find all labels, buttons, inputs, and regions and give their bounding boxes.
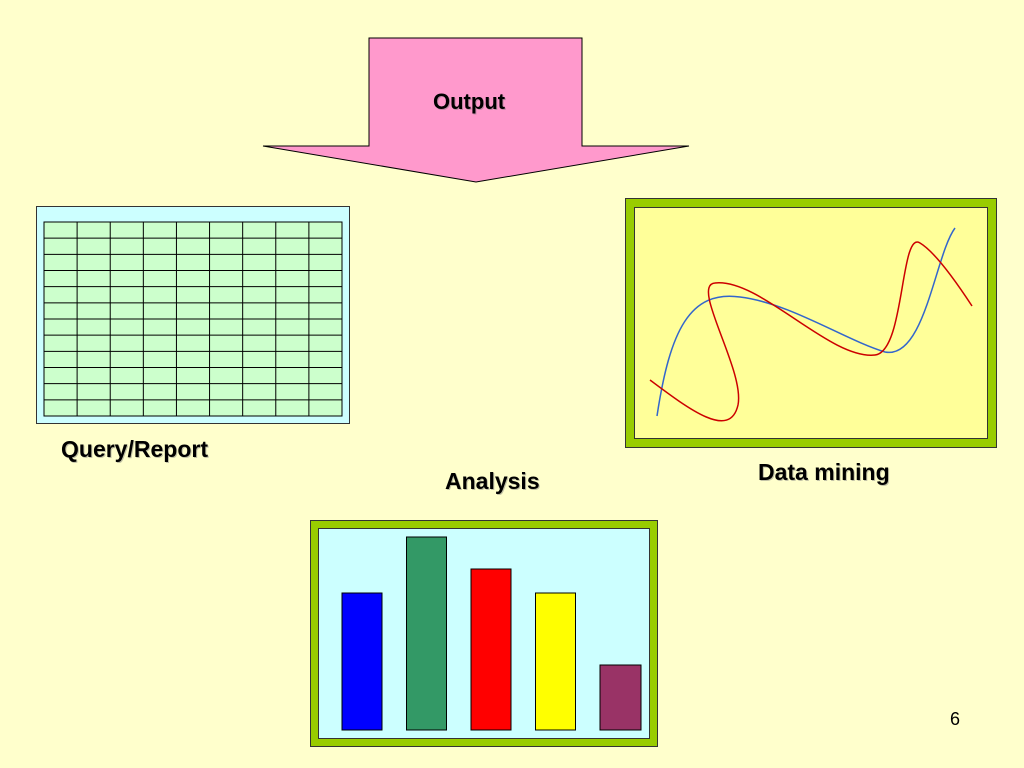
bar-3 (470, 568, 512, 731)
bar-2 (406, 536, 447, 731)
bar-1 (341, 592, 383, 731)
analysis-label: Analysis (445, 468, 540, 494)
analysis-bar-chart (341, 536, 642, 731)
query-report-table (43, 221, 343, 417)
page-number: 6 (950, 709, 961, 729)
bar-5 (599, 664, 642, 731)
query-report-label: Query/Report (61, 436, 208, 462)
data-mining-label: Data mining (758, 459, 890, 485)
data-mining-panel (634, 207, 988, 439)
bar-4 (535, 592, 576, 731)
output-arrow (262, 37, 690, 183)
output-label: Output (433, 89, 506, 114)
